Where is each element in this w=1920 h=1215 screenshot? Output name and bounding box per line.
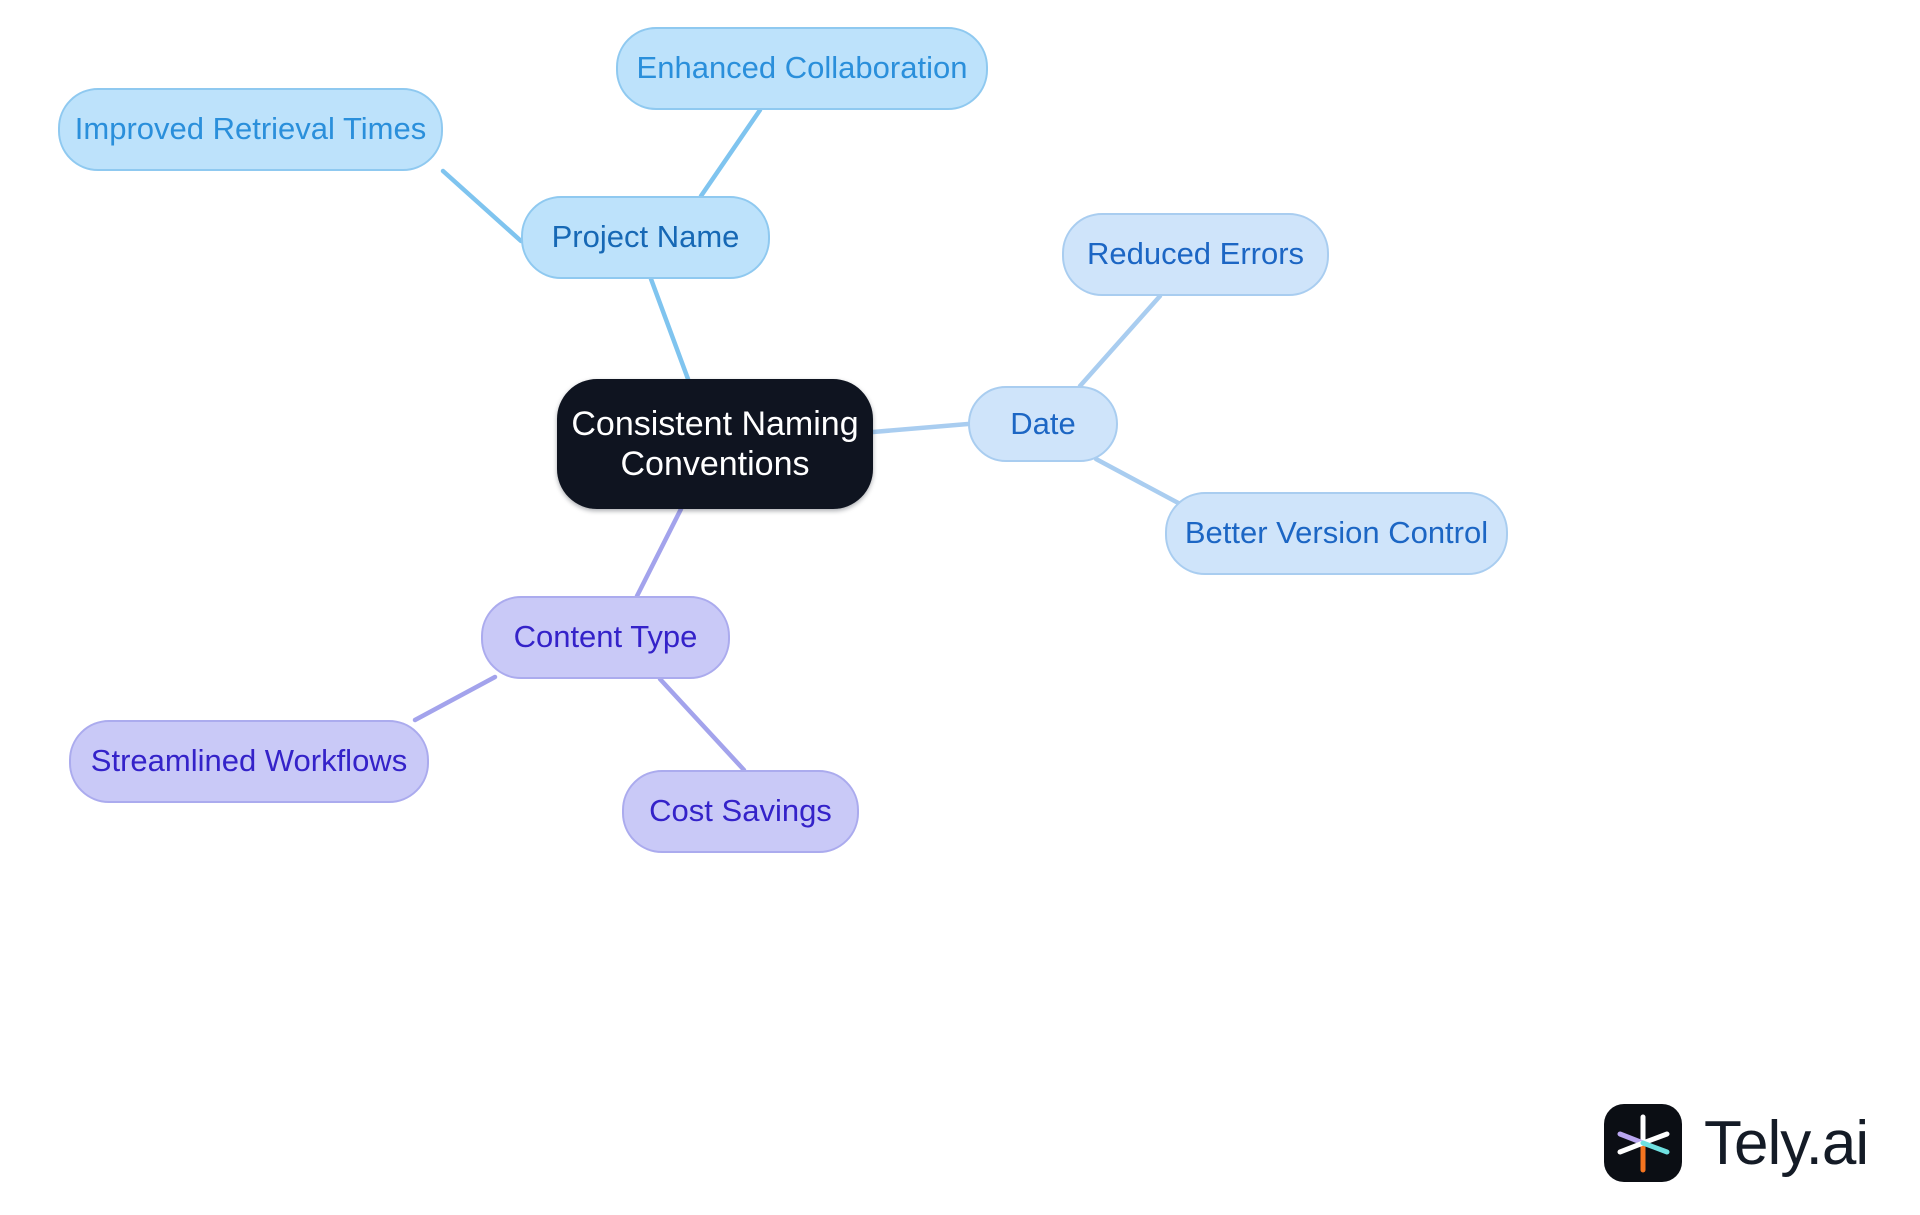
tely-logo-mark-icon [1604, 1104, 1682, 1182]
node-cost-savings[interactable]: Cost Savings [622, 770, 859, 853]
node-project-name[interactable]: Project Name [521, 196, 770, 279]
tely-ai-logo: Tely.ai [1604, 1104, 1869, 1182]
node-streamlined-workflows[interactable]: Streamlined Workflows [69, 720, 429, 803]
edge-project-name-to-enhanced-collaboration [698, 107, 763, 199]
edge-root-to-project-name [648, 276, 691, 382]
asterisk-icon [1617, 1114, 1670, 1173]
node-improved-retrieval-times[interactable]: Improved Retrieval Times [58, 88, 443, 171]
node-content-type[interactable]: Content Type [481, 596, 730, 679]
edge-date-to-reduced-errors [1077, 293, 1163, 389]
tely-ai-wordmark: Tely.ai [1704, 1108, 1869, 1178]
node-date[interactable]: Date [968, 386, 1118, 462]
node-enhanced-collaboration[interactable]: Enhanced Collaboration [616, 27, 988, 110]
edge-root-to-content-type [634, 506, 684, 599]
node-better-version-control[interactable]: Better Version Control [1165, 492, 1508, 575]
node-root[interactable]: Consistent Naming Conventions [557, 379, 873, 509]
edge-content-type-to-streamlined-workflows [412, 674, 498, 723]
node-reduced-errors[interactable]: Reduced Errors [1062, 213, 1329, 296]
edge-project-name-to-improved-retrieval-times [440, 168, 524, 244]
edge-content-type-to-cost-savings [657, 676, 747, 773]
edge-root-to-date [870, 421, 971, 435]
